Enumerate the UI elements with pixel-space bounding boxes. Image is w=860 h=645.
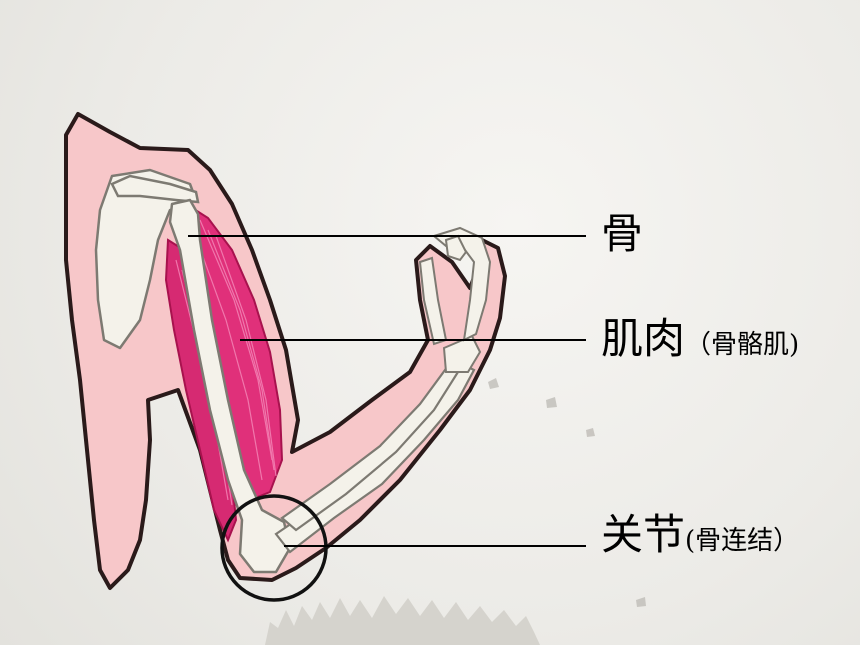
- joint-label-main: 关节: [601, 510, 686, 559]
- joint-label: 关节(骨连结）: [601, 514, 799, 556]
- humerus-bone: [168, 198, 292, 574]
- muscle-label: 肌肉（骨骼肌): [601, 318, 799, 360]
- joint-label-sub: (骨连结）: [685, 526, 800, 556]
- clavicle-bone: [110, 174, 200, 204]
- muscle-group: [164, 201, 284, 543]
- bone-label-main: 骨: [601, 209, 644, 258]
- paper-fleck-decoration: [488, 378, 646, 607]
- elbow-joint-circle: [220, 494, 328, 602]
- scapula-bone: [94, 168, 198, 350]
- crowd-silhouette-decoration: [265, 596, 540, 645]
- bone-label: 骨: [601, 213, 643, 255]
- muscle-label-sub: （骨骼肌): [685, 330, 800, 360]
- muscle-label-main: 肌肉: [601, 314, 686, 363]
